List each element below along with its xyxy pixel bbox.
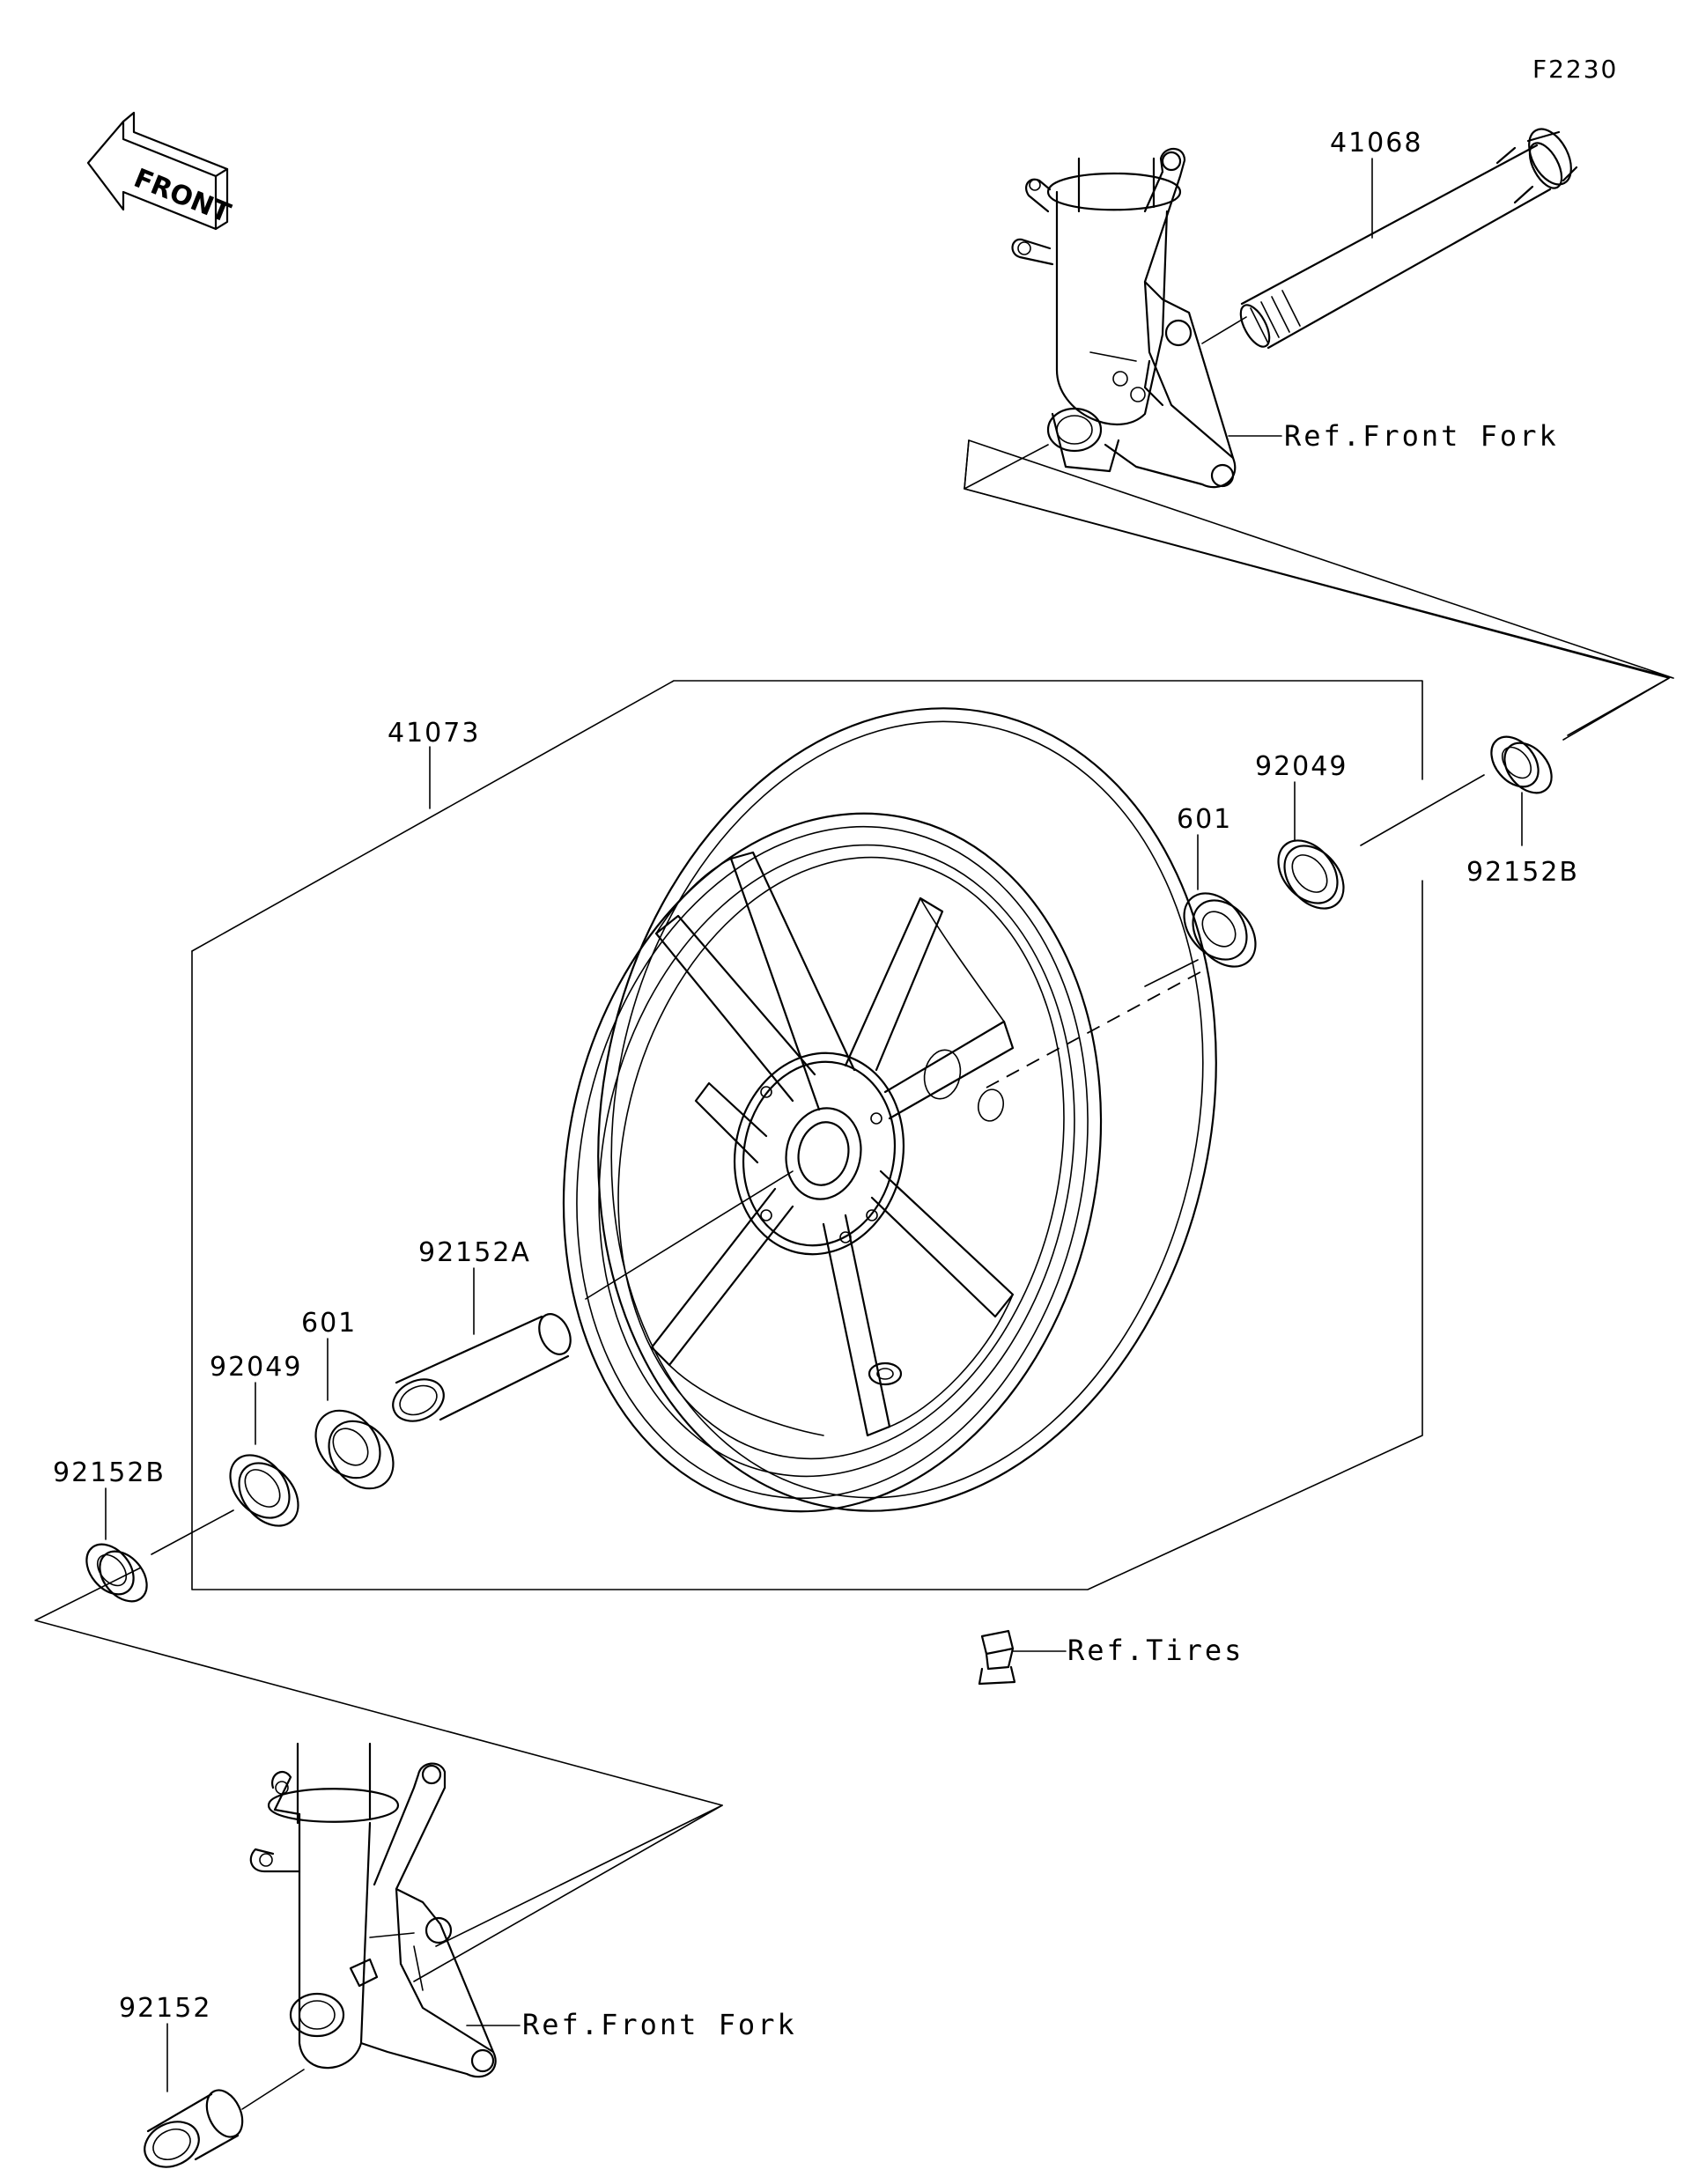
bearing-right — [1183, 892, 1257, 968]
fork-collar — [144, 2089, 244, 2168]
ref-tires: Ref.Tires — [1067, 1634, 1244, 1667]
part-41068: 41068 — [1330, 128, 1422, 159]
guide-line-top — [964, 439, 1670, 736]
figure-code: F2230 — [1532, 55, 1618, 84]
front-fork-bottom — [249, 1742, 497, 2078]
collar-left — [85, 1543, 148, 1603]
part-92152: 92152 — [119, 1993, 211, 2024]
part-41073: 41073 — [388, 718, 480, 749]
part-92152a: 92152A — [418, 1237, 531, 1268]
part-92152b-left: 92152B — [53, 1457, 166, 1488]
bearing-left — [314, 1409, 395, 1490]
front-wheel — [562, 707, 1217, 1513]
ref-front-fork-top: Ref.Front Fork — [1284, 419, 1559, 453]
collar-right — [1490, 735, 1553, 794]
front-fork-top — [1011, 147, 1237, 489]
part-601-right: 601 — [1177, 804, 1232, 835]
front-arrow-icon: FRONT — [86, 111, 235, 231]
part-92049-right: 92049 — [1255, 751, 1348, 782]
seal-left — [229, 1454, 299, 1527]
ref-front-fork-bottom: Ref.Front Fork — [522, 2008, 797, 2041]
part-601-left: 601 — [301, 1308, 357, 1339]
part-92049-left: 92049 — [210, 1352, 302, 1383]
seal-right — [1277, 839, 1345, 910]
tire-valve-icon — [978, 1629, 1016, 1686]
center-spacer — [392, 1313, 572, 1422]
front-axle — [1239, 128, 1578, 350]
part-92152b-right: 92152B — [1466, 857, 1579, 888]
